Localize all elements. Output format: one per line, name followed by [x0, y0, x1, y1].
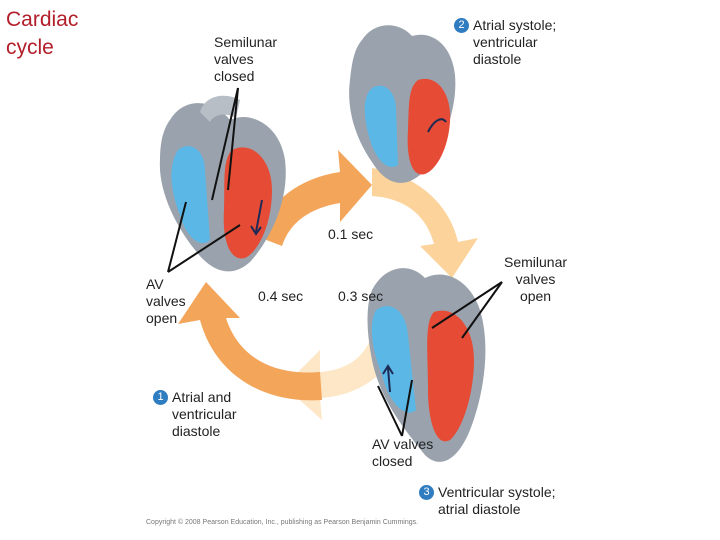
heart-2-left-side	[407, 78, 451, 175]
cycle-arrows	[178, 150, 478, 420]
page-title: Cardiac cycle	[6, 8, 79, 59]
heart-1-right-side	[171, 146, 210, 244]
heart-3-flow-arrow	[387, 367, 391, 393]
leader-semilunar-open-2	[461, 281, 503, 339]
heart-2-flow-arrow	[427, 118, 447, 133]
heart-3-right-side	[371, 306, 416, 413]
callout-av-closed: AV valves closed	[372, 436, 434, 469]
heart-2-right-side	[364, 85, 398, 168]
callout-leaders	[167, 87, 503, 437]
heart-1-left-side	[223, 147, 272, 259]
arrow-segment-right	[372, 168, 478, 278]
step-2-badge: 2	[454, 18, 469, 33]
arrow-segment-left	[178, 282, 322, 401]
callout-semilunar-open: Semilunar valves open	[504, 254, 568, 304]
copyright-notice: Copyright © 2008 Pearson Education, Inc.…	[146, 519, 419, 526]
step-2-label: Atrial systole; ventricular diastole	[473, 17, 557, 67]
step-3-badge: 3	[419, 485, 434, 500]
duration-right: 0.3 sec	[338, 288, 384, 304]
leader-av-closed-1	[377, 385, 403, 437]
duration-left: 0.4 sec	[258, 288, 304, 304]
leader-av-open-2	[167, 224, 241, 273]
duration-top: 0.1 sec	[328, 226, 374, 242]
heart-3-left-side	[427, 310, 474, 442]
heart-ventricular-systole	[367, 268, 486, 462]
leader-av-open-1	[167, 201, 187, 273]
callout-av-open: AV valves open	[146, 276, 186, 326]
step-3: 3 Ventricular systole; atrial diastole	[419, 484, 556, 518]
step-1-badge: 1	[153, 390, 168, 405]
heart-3-flow-arrowhead	[382, 364, 394, 375]
heart-1-aorta	[200, 95, 240, 122]
heart-diastole	[159, 95, 286, 272]
heart-atrial-systole	[349, 25, 456, 183]
callout-semilunar-closed: Semilunar valves closed	[214, 34, 278, 84]
step-1-label: Atrial and ventricular diastole	[172, 389, 237, 439]
heart-1-flow-arrow	[255, 199, 263, 233]
step-3-label: Ventricular systole; atrial diastole	[438, 484, 556, 517]
leader-av-closed-2	[401, 379, 413, 437]
step-1: 1 Atrial and ventricular diastole	[153, 389, 237, 440]
leader-semilunar-closed-1	[211, 87, 239, 201]
heart-1-flow-arrowhead	[250, 225, 262, 236]
leader-semilunar-closed-2	[227, 87, 239, 191]
arrow-segment-top	[256, 150, 372, 246]
leader-semilunar-open-1	[431, 281, 503, 329]
step-2: 2 Atrial systole; ventricular diastole	[454, 17, 556, 68]
